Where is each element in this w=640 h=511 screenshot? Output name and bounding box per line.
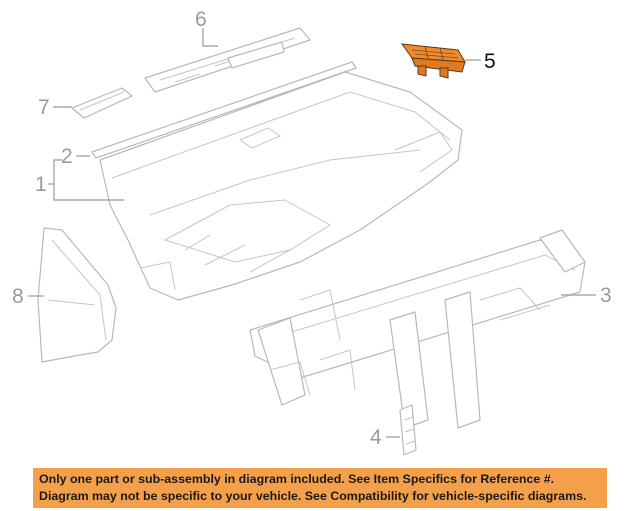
part-4-bracket	[399, 404, 417, 456]
part-2-molding-strip	[91, 61, 357, 159]
disclaimer-banner: Only one part or sub-assembly in diagram…	[33, 468, 607, 508]
disclaimer-line-1: Only one part or sub-assembly in diagram…	[39, 472, 555, 486]
part-5-air-vent	[400, 43, 466, 79]
callout-4: 4	[370, 426, 382, 449]
leader-lines	[28, 28, 596, 438]
callout-6: 6	[195, 8, 207, 31]
part-6-defroster-grille	[144, 27, 311, 93]
callout-8: 8	[12, 285, 24, 308]
callout-5: 5	[484, 50, 496, 73]
callout-1: 1	[35, 173, 47, 196]
disclaimer-line-2: Diagram may not be specific to your vehi…	[39, 489, 587, 503]
part-1-instrument-panel	[99, 71, 463, 301]
part-8-end-panel	[37, 227, 117, 363]
part-7-speaker-grille	[71, 87, 133, 119]
callout-7: 7	[38, 96, 50, 119]
callout-2: 2	[61, 145, 73, 168]
callout-3: 3	[600, 284, 612, 307]
part-3-cross-car-beam	[249, 229, 586, 429]
